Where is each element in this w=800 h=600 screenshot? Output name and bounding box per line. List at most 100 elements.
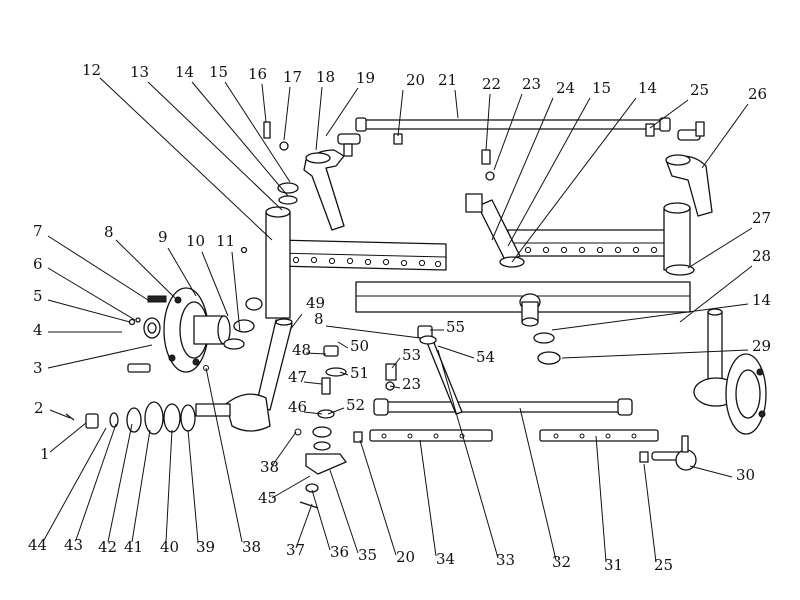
callout-leader-30 <box>689 465 733 478</box>
callout-label-16: 16 <box>248 65 267 83</box>
callout-label-24: 24 <box>556 79 575 97</box>
callout-label-38: 38 <box>242 538 261 556</box>
callout-label-54: 54 <box>476 348 495 366</box>
washers-14-29 <box>533 332 561 365</box>
ball-joint-left <box>337 133 403 157</box>
callout-label-31: 31 <box>604 556 623 574</box>
seal-10-11 <box>223 246 263 350</box>
callout-leader-11 <box>231 251 241 333</box>
callout-label-41: 41 <box>124 538 143 556</box>
callout-label-45: 45 <box>258 489 277 507</box>
callout-label-46: 46 <box>288 398 307 416</box>
callout-label-43: 43 <box>64 536 83 554</box>
callout-label-34: 34 <box>436 550 455 568</box>
callout-leader-54 <box>437 345 475 359</box>
callout-leader-3 <box>47 344 153 369</box>
callout-leader-37 <box>295 503 313 549</box>
callout-label-53: 53 <box>402 346 421 364</box>
callout-leader-28 <box>679 265 753 323</box>
callout-label-22: 22 <box>482 75 501 93</box>
axle-tube-left <box>275 239 447 271</box>
kingpin-parts <box>294 345 347 509</box>
axle-tube-right <box>507 229 673 257</box>
callout-label-14: 14 <box>752 291 771 309</box>
callout-leader-26 <box>701 103 749 169</box>
callout-label-7: 7 <box>33 222 43 240</box>
callout-leader-53 <box>391 357 401 369</box>
callout-leader-46 <box>303 411 323 415</box>
callout-leader-23 <box>389 385 401 389</box>
callout-label-2: 2 <box>34 399 44 417</box>
callout-label-42: 42 <box>98 538 117 556</box>
callout-leader-44 <box>43 427 107 541</box>
tie-rod-upper <box>355 117 671 132</box>
callout-leader-25 <box>649 99 689 129</box>
callout-label-40: 40 <box>160 538 179 556</box>
ball-joint-right <box>645 121 705 141</box>
callout-leader-38 <box>205 367 243 543</box>
callout-leader-17 <box>283 86 291 141</box>
callout-leader-25 <box>643 463 657 563</box>
callout-label-49: 49 <box>306 294 325 312</box>
callout-leader-8 <box>325 325 421 339</box>
callout-label-26: 26 <box>748 85 767 103</box>
callout-leader-15 <box>507 97 591 247</box>
callout-label-5: 5 <box>33 287 43 305</box>
callout-leader-6 <box>47 267 136 321</box>
callout-leader-2 <box>49 409 71 419</box>
callout-leader-14 <box>551 303 749 331</box>
callout-leader-13 <box>147 81 283 211</box>
callout-label-52: 52 <box>346 396 365 414</box>
callout-label-8: 8 <box>104 223 114 241</box>
callout-leader-18 <box>315 86 323 151</box>
callout-leader-15 <box>224 81 291 183</box>
callout-label-48: 48 <box>292 341 311 359</box>
callout-leader-32 <box>519 407 557 561</box>
spindle-left <box>195 318 293 432</box>
tube-31 <box>539 429 659 442</box>
callout-label-17: 17 <box>283 68 302 86</box>
callout-label-11: 11 <box>216 232 235 250</box>
callout-label-4: 4 <box>33 321 43 339</box>
callout-label-8: 8 <box>314 310 324 328</box>
callout-label-20: 20 <box>396 548 415 566</box>
nut-20-lower <box>353 431 363 443</box>
callout-leader-27 <box>687 227 753 269</box>
callout-label-28: 28 <box>752 247 771 265</box>
callout-leader-50 <box>337 341 349 349</box>
callout-leader-7 <box>47 235 149 301</box>
callout-label-14: 14 <box>638 79 657 97</box>
callout-label-9: 9 <box>158 228 168 246</box>
callout-leader-35 <box>329 469 359 554</box>
callout-leader-48 <box>305 352 327 355</box>
callout-label-35: 35 <box>358 546 377 564</box>
main-axle-beam <box>355 281 691 327</box>
callout-label-38: 38 <box>260 458 279 476</box>
callout-label-18: 18 <box>316 68 335 86</box>
callout-label-21: 21 <box>438 71 457 89</box>
bearings-left <box>65 363 209 435</box>
callout-leader-40 <box>165 429 173 543</box>
callout-label-51: 51 <box>350 364 369 382</box>
callout-leader-21 <box>454 89 459 119</box>
hub-cap-left <box>143 317 161 339</box>
callout-label-1: 1 <box>40 445 50 463</box>
callout-leader-41 <box>131 429 151 543</box>
callout-leader-34 <box>419 439 437 557</box>
callout-label-13: 13 <box>130 63 149 81</box>
callout-leader-45 <box>271 475 311 499</box>
callout-label-3: 3 <box>33 359 43 377</box>
tube-34 <box>369 429 493 442</box>
callout-label-27: 27 <box>752 209 771 227</box>
callout-leader-22 <box>485 93 491 151</box>
callout-label-39: 39 <box>196 538 215 556</box>
callout-label-44: 44 <box>28 536 47 554</box>
callout-label-23: 23 <box>522 75 541 93</box>
tie-rod-lower-main <box>373 398 633 416</box>
callout-label-37: 37 <box>286 541 305 559</box>
callout-label-36: 36 <box>330 543 349 561</box>
callout-leader-51 <box>339 371 349 376</box>
bolt-16 <box>263 121 289 151</box>
callout-leader-42 <box>107 423 133 543</box>
